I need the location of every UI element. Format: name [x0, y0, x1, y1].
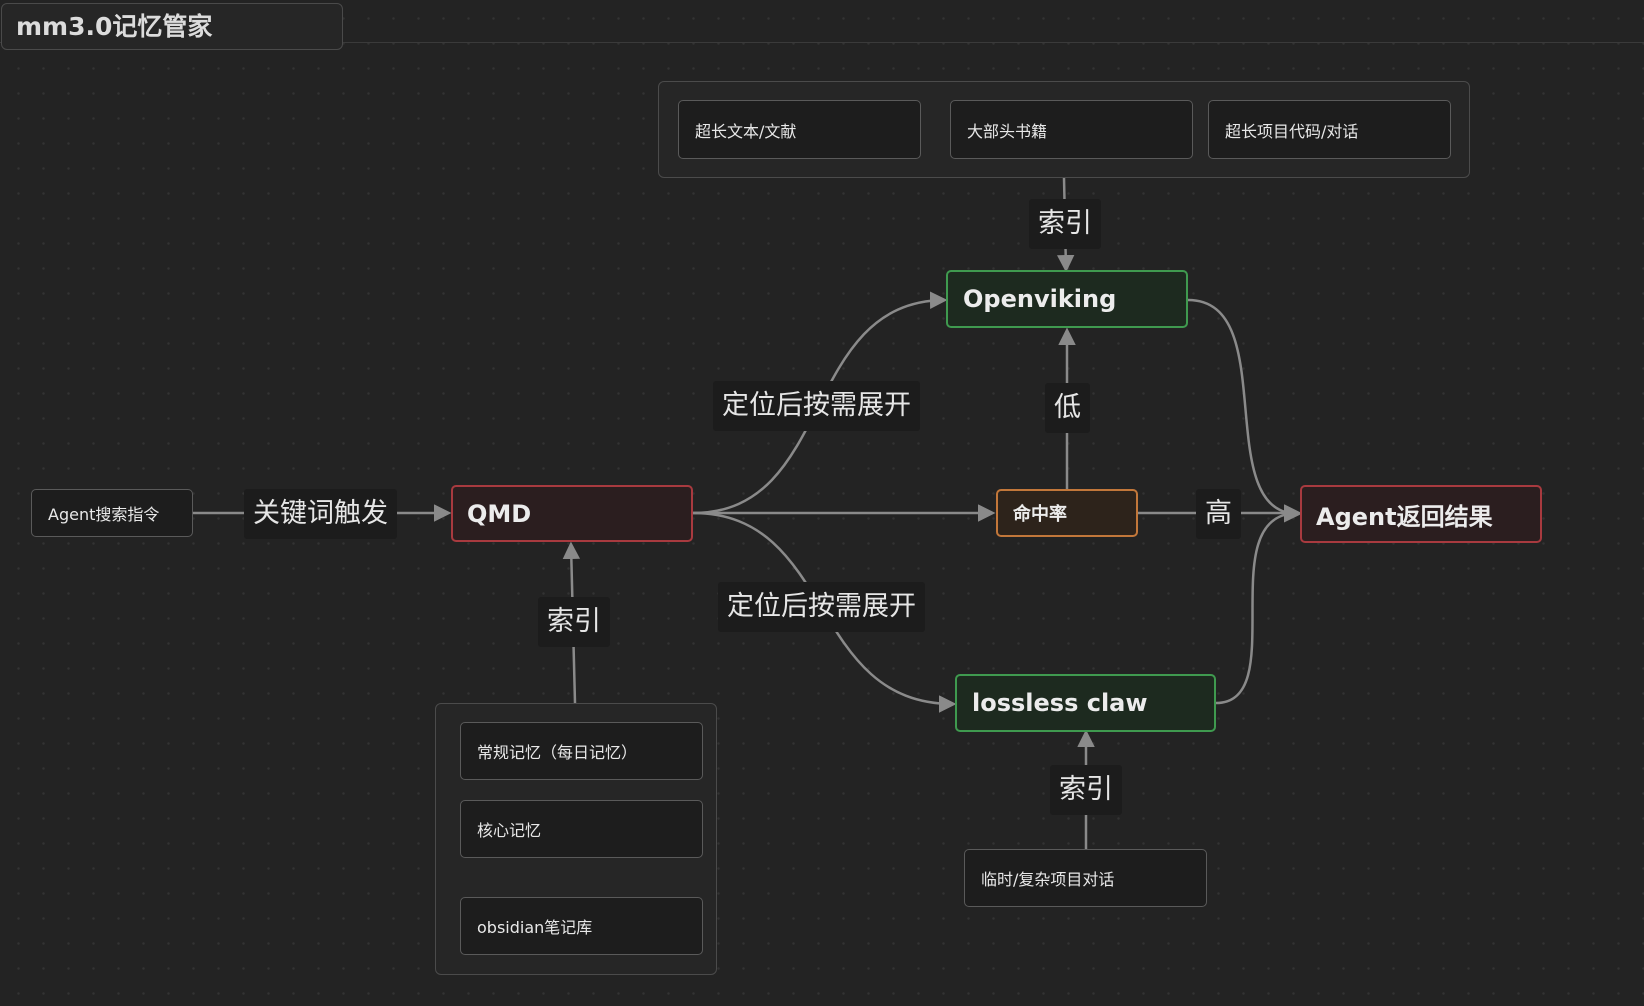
openviking-node[interactable]: Openviking	[946, 270, 1188, 328]
edge-openviking-to-result	[1187, 298, 1302, 523]
diagram-title[interactable]: mm3.0记忆管家	[1, 3, 343, 50]
source-books-node[interactable]: 大部头书籍	[950, 100, 1193, 159]
lossless-claw-node[interactable]: lossless claw	[955, 674, 1216, 732]
edge-label-index-lossless: 索引	[1050, 765, 1122, 815]
edge-label-index-qmd: 索引	[538, 597, 610, 647]
memory-daily-node[interactable]: 常规记忆（每日记忆）	[460, 722, 703, 780]
edge-label-index-top: 索引	[1029, 199, 1101, 249]
edge-label-keyword-trigger: 关键词触发	[244, 489, 397, 539]
memory-core-node[interactable]: 核心记忆	[460, 800, 703, 858]
edge-label-expand-lower: 定位后按需展开	[718, 582, 925, 632]
edge-label-high: 高	[1196, 489, 1241, 539]
hit-rate-node[interactable]: 命中率	[996, 489, 1138, 537]
source-long-text-node[interactable]: 超长文本/文献	[678, 100, 921, 159]
edge-label-low: 低	[1045, 383, 1090, 433]
temp-project-node[interactable]: 临时/复杂项目对话	[964, 849, 1207, 907]
top-bar	[0, 0, 1644, 43]
source-code-dialog-node[interactable]: 超长项目代码/对话	[1208, 100, 1451, 159]
agent-result-node[interactable]: Agent返回结果	[1300, 485, 1542, 543]
edge-label-expand-upper: 定位后按需展开	[713, 381, 920, 431]
memory-obsidian-node[interactable]: obsidian笔记库	[460, 897, 703, 955]
qmd-node[interactable]: QMD	[451, 485, 693, 542]
edge-lossless-to-result	[1215, 504, 1302, 705]
agent-search-node[interactable]: Agent搜索指令	[31, 489, 193, 537]
